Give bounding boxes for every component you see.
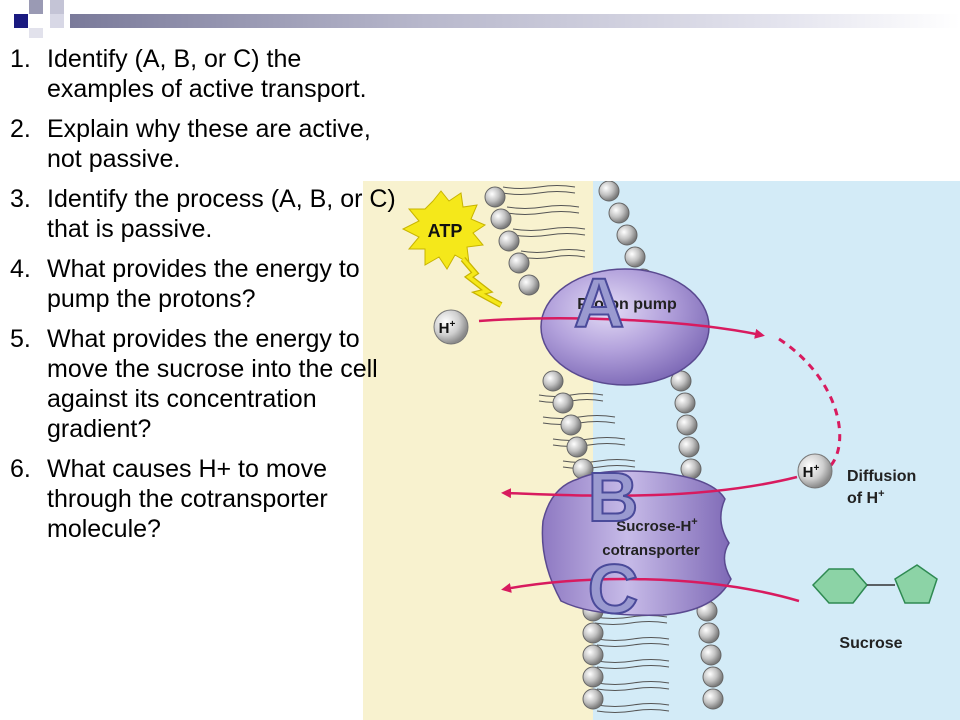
inside-region: [593, 181, 960, 720]
decor-square-navy: [14, 14, 28, 28]
pump-arrow: [478, 317, 765, 339]
decor-square-light-2: [50, 14, 64, 28]
proton-right: [797, 453, 833, 489]
question-text: What causes H+ to move through the cotra…: [47, 455, 328, 543]
question-text: What provides the energy to pump the pro…: [47, 255, 360, 313]
question-text: Identify the process (A, B, or C) that i…: [47, 185, 396, 243]
proton-left: [433, 309, 469, 345]
question-number: 6.: [10, 455, 31, 483]
proton-pump: [540, 268, 710, 386]
letter-a: A: [574, 264, 625, 342]
question-number: 5.: [10, 325, 31, 353]
question-number: 1.: [10, 45, 31, 73]
question-text: Explain why these are active, not passiv…: [47, 115, 371, 173]
atp-label: ATP: [428, 221, 463, 241]
header-gradient-bar: [70, 14, 960, 28]
lightning-icon-core: [461, 257, 502, 307]
proton-right-label: H+: [803, 463, 820, 481]
decor-square-gray: [29, 0, 43, 14]
question-item: 1. Identify (A, B, or C) the examples of …: [4, 44, 404, 104]
question-item: 4. What provides the energy to pump the p…: [4, 254, 404, 314]
cotransport-arrow-sucrose: [501, 577, 800, 603]
membrane-transport-figure: Proton pump Sucrose-H+ cotransporter ATP…: [363, 180, 960, 720]
question-item: 3. Identify the process (A, B, or C) that…: [4, 184, 404, 244]
diffusion-dashed-arrow: [778, 337, 842, 473]
question-item: 2. Explain why these are active, not pass…: [4, 114, 404, 174]
diffusion-label-line2: of H+: [847, 488, 885, 507]
question-item: 6. What causes H+ to move through the cot…: [4, 454, 404, 544]
question-text: What provides the energy to move the suc…: [47, 325, 378, 443]
cotransporter-label-line2: cotransporter: [602, 542, 700, 559]
cotransporter-label-line1: Sucrose-H+: [616, 516, 697, 535]
proton-pump-label: Proton pump: [577, 296, 677, 313]
lipid-heads-left: [484, 186, 604, 710]
question-text: Identify (A, B, or C) the examples of ac…: [47, 45, 367, 103]
question-number: 3.: [10, 185, 31, 213]
proton-left-label: H+: [439, 319, 456, 337]
question-number: 4.: [10, 255, 31, 283]
outside-region: [363, 181, 593, 720]
decor-square-light-3: [29, 28, 43, 38]
question-item: 5. What provides the energy to move the s…: [4, 324, 404, 444]
question-number: 2.: [10, 115, 31, 143]
letter-b: B: [588, 458, 639, 536]
decor-square-light: [50, 0, 64, 14]
letter-c: C: [588, 550, 639, 628]
sucrose-pentagon: [894, 564, 938, 604]
diffusion-label-line1: Diffusion: [847, 468, 916, 485]
sucrose-label: Sucrose: [839, 635, 902, 652]
cotransport-arrow-h: [501, 475, 798, 499]
membrane-diagram: Proton pump Sucrose-H+ cotransporter ATP…: [363, 180, 960, 720]
question-list: 1. Identify (A, B, or C) the examples of …: [4, 44, 404, 554]
atp-starburst: [401, 190, 487, 270]
